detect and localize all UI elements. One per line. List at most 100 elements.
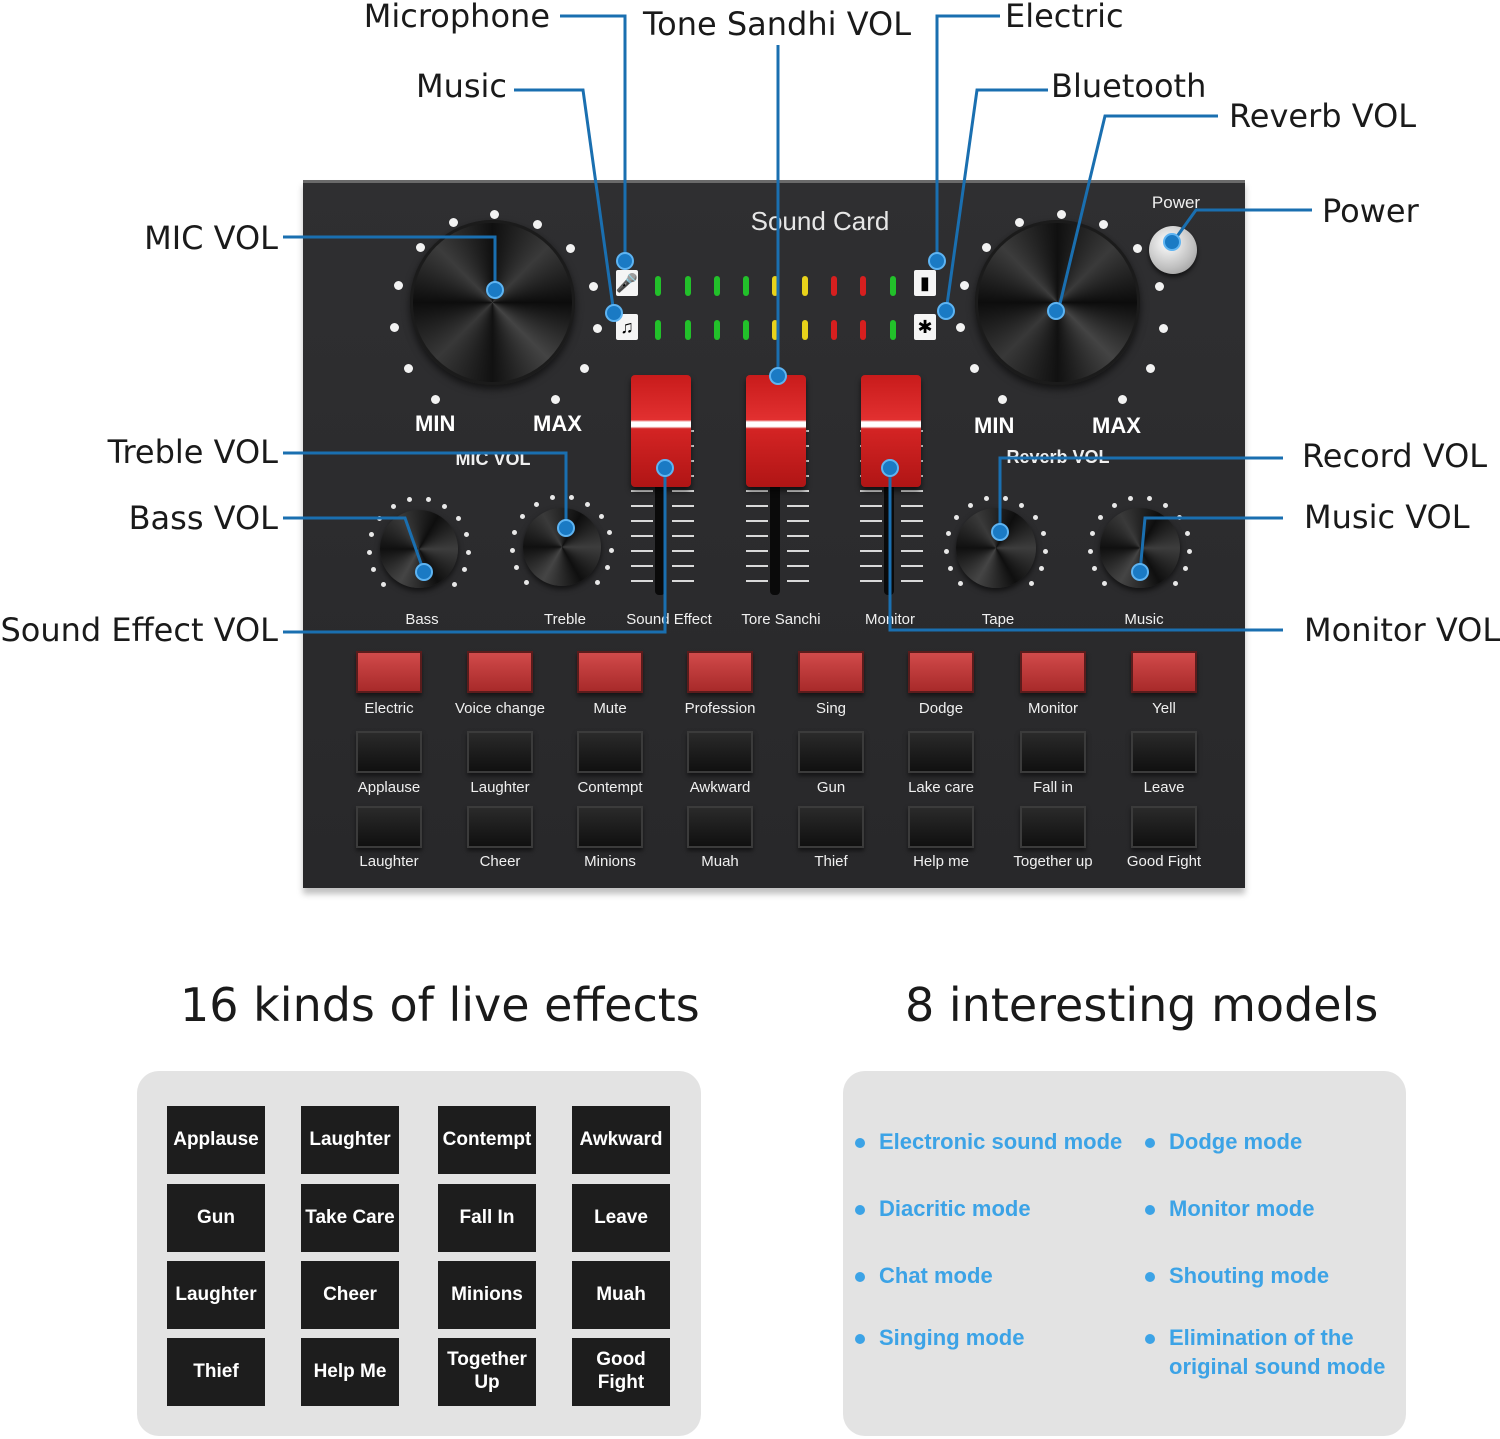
fader-tick bbox=[746, 520, 768, 522]
microphone-icon: 🎤 bbox=[616, 270, 638, 296]
model-item: Electronic sound mode bbox=[879, 1129, 1123, 1154]
fader-tick bbox=[672, 550, 694, 552]
effect-button[interactable] bbox=[467, 731, 533, 773]
level-led bbox=[655, 276, 661, 296]
fader-tick bbox=[746, 565, 768, 567]
effect-tile: Leave bbox=[572, 1184, 670, 1252]
scale-dot bbox=[551, 395, 560, 404]
scale-dot bbox=[607, 529, 613, 535]
sound-effect-fader-slot bbox=[655, 480, 665, 595]
effect-button-label: Minions bbox=[584, 853, 636, 870]
tone-sandhi-fader-slot bbox=[770, 480, 780, 595]
effect-button[interactable] bbox=[687, 731, 753, 773]
effect-button[interactable] bbox=[1131, 806, 1197, 848]
effect-tile: Awkward bbox=[572, 1106, 670, 1174]
music-vol-marker bbox=[1131, 563, 1149, 581]
effect-button-label: Cheer bbox=[479, 853, 521, 870]
effect-button[interactable] bbox=[577, 651, 643, 693]
reverb-marker bbox=[1047, 302, 1065, 320]
scale-dot bbox=[566, 244, 575, 253]
effect-button[interactable] bbox=[356, 731, 422, 773]
effect-button-label: Laughter bbox=[359, 853, 419, 870]
fader-tick bbox=[860, 535, 882, 537]
effect-button[interactable] bbox=[577, 731, 643, 773]
monitor-line bbox=[888, 468, 1283, 632]
effect-button-label: Sing bbox=[815, 700, 847, 717]
battery-icon: ▮ bbox=[914, 270, 936, 296]
record-line bbox=[998, 456, 1283, 532]
mic-vol-knob[interactable] bbox=[410, 220, 575, 385]
effect-button[interactable] bbox=[798, 731, 864, 773]
music-line bbox=[514, 88, 616, 315]
power-marker bbox=[1163, 233, 1181, 251]
effect-tile: Fall In bbox=[438, 1184, 536, 1252]
scale-dot bbox=[451, 581, 457, 587]
scale-dot bbox=[1057, 210, 1066, 219]
effect-tile: Together Up bbox=[438, 1338, 536, 1406]
bullet-icon bbox=[1145, 1205, 1155, 1215]
model-item: Chat mode bbox=[879, 1263, 993, 1288]
bullet-icon bbox=[855, 1138, 865, 1148]
fader-tick bbox=[787, 580, 809, 582]
scale-dot bbox=[1155, 282, 1164, 291]
fader-tick bbox=[787, 520, 809, 522]
effect-button[interactable] bbox=[908, 651, 974, 693]
tone-sanchi-label: Tore Sanchi bbox=[741, 611, 821, 628]
callout-mic-vol: MIC VOL bbox=[144, 219, 278, 257]
effect-button[interactable] bbox=[798, 806, 864, 848]
scale-dot bbox=[533, 501, 539, 507]
effect-button[interactable] bbox=[687, 806, 753, 848]
scale-dot bbox=[998, 395, 1007, 404]
effect-button[interactable] bbox=[356, 806, 422, 848]
fader-tick bbox=[631, 490, 653, 492]
fader-tick bbox=[631, 580, 653, 582]
scale-dot bbox=[455, 515, 461, 521]
effect-button[interactable] bbox=[467, 651, 533, 693]
monitor-marker bbox=[881, 459, 899, 477]
fader-tick bbox=[631, 535, 653, 537]
scale-dot bbox=[954, 514, 960, 520]
effect-button[interactable] bbox=[798, 651, 864, 693]
tone-sandhi-fader[interactable] bbox=[746, 375, 806, 487]
fader-tick bbox=[901, 565, 923, 567]
level-led bbox=[685, 320, 691, 340]
effect-button[interactable] bbox=[1020, 731, 1086, 773]
scale-dot bbox=[982, 243, 991, 252]
fader-tick bbox=[746, 490, 768, 492]
scale-dot bbox=[960, 281, 969, 290]
tone-sandhi-marker bbox=[769, 367, 787, 385]
effect-button-label: Laughter bbox=[470, 779, 530, 796]
level-led bbox=[714, 276, 720, 296]
effect-button-label: Mute bbox=[593, 700, 627, 717]
effect-button[interactable] bbox=[1020, 651, 1086, 693]
effect-button[interactable] bbox=[467, 806, 533, 848]
effect-tile: Contempt bbox=[438, 1106, 536, 1174]
fader-tick bbox=[672, 490, 694, 492]
callout-bluetooth: Bluetooth bbox=[1051, 67, 1207, 105]
effect-button[interactable] bbox=[1020, 806, 1086, 848]
bullet-icon bbox=[1145, 1272, 1155, 1282]
effect-button[interactable] bbox=[1131, 651, 1197, 693]
callout-monitor-vol: Monitor VOL bbox=[1304, 611, 1500, 649]
bluetooth-icon: ✱ bbox=[914, 314, 936, 340]
sound-effect-line bbox=[283, 468, 667, 634]
scale-dot bbox=[394, 281, 403, 290]
level-led bbox=[743, 320, 749, 340]
effect-tile: Cheer bbox=[301, 1261, 399, 1329]
fader-tick bbox=[860, 505, 882, 507]
callout-microphone: Microphone bbox=[363, 0, 550, 35]
scale-dot bbox=[462, 567, 468, 573]
scale-dot bbox=[1015, 218, 1024, 227]
scale-dot bbox=[594, 579, 600, 585]
scale-dot bbox=[589, 282, 598, 291]
scale-dot bbox=[1019, 502, 1025, 508]
effect-button[interactable] bbox=[577, 806, 643, 848]
scale-dot bbox=[1111, 502, 1117, 508]
effect-button[interactable] bbox=[356, 651, 422, 693]
scale-dot bbox=[984, 496, 990, 502]
tape-knob[interactable] bbox=[956, 508, 1036, 588]
effect-button[interactable] bbox=[687, 651, 753, 693]
effect-button[interactable] bbox=[1131, 731, 1197, 773]
effect-button[interactable] bbox=[908, 806, 974, 848]
effect-button[interactable] bbox=[908, 731, 974, 773]
